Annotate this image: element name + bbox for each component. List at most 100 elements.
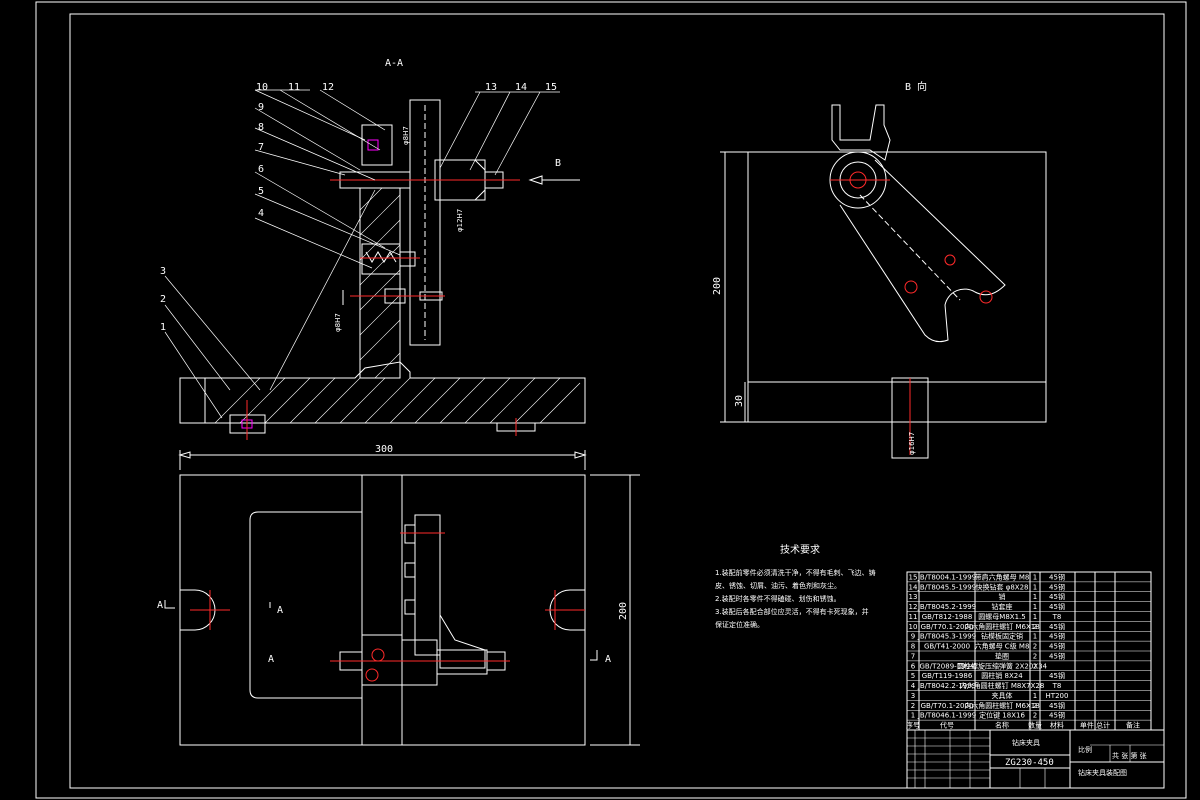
fit-dim-2: φ12H7 [456,209,464,232]
bom-cell: 销 [999,592,1006,601]
bom-header-cell: 名称 [995,721,1009,730]
view-b-fit: φ16H7 [908,432,916,455]
bom-cell: 5 [911,672,915,680]
bom-cell: 1 [1033,603,1037,611]
balloon-7: 7 [258,142,264,153]
bom-cell: 圆螺母M8X1.5 [978,612,1025,621]
view-b: B 向 200 30 φ16H7 [712,80,1047,459]
bom-cell: GB/T70.1-2000 [921,702,974,710]
bom-cell: 45钢 [1049,632,1065,641]
bom-cell: 9 [911,633,915,641]
bom-cell: 圆柱螺旋压缩弹簧 2X20X34 [957,661,1048,670]
bom-cell: 45钢 [1049,671,1065,680]
bom-cell: 15 [909,573,918,581]
tech-req-title: 技术要求 [780,543,820,556]
bom-cell: 2 [911,702,915,710]
tech-req-line-3: 2.装配时各零件不得磕碰、划伤和锈蚀。 [715,594,841,603]
bom-cell: 6 [911,662,916,670]
part-balloons: 1 2 3 4 5 6 7 8 9 10 11 12 13 14 15 [160,82,557,333]
bom-header-cell: 序号 [906,721,920,730]
technical-requirements: 技术要求 1.装配前零件必须清洗干净，不得有毛刺、飞边、铸 皮、锈蚀、切屑、油污… [715,543,876,629]
title-name: 钻床夹具 [1012,738,1040,747]
balloon-6: 6 [258,164,264,175]
section-mark-a2: A [277,605,283,616]
bom-cell: 14 [909,583,918,591]
balloon-8: 8 [258,122,264,133]
bom-cell: 12 [909,603,918,611]
title-scale-label: 比例 [1078,745,1092,754]
balloon-15: 15 [545,82,557,93]
tech-req-line-5: 保证定位准确。 [715,620,764,629]
bom-cell: 内六角圆柱螺钉 M6X18 [964,701,1039,710]
bom-cell: 45钢 [1049,651,1065,660]
bom-cell: JB/T8046.1-1999 [917,712,976,720]
bom-cell: JB/T8045.2-1999 [917,603,976,611]
bom-header-cell: 数量 [1028,721,1042,730]
bom-cell: 45钢 [1049,602,1065,611]
title-sheet: 共 张 第 张 [1112,751,1147,760]
title-drawing-no: ZG230-450 [1005,758,1054,768]
bom-header-cell: 单件 总计 [1080,721,1110,730]
bom-cell: 1 [911,712,915,720]
bom-cell: 2 [1033,712,1037,720]
bom-cell: JB/T8045.3-1999 [917,633,976,641]
balloon-14: 14 [515,82,527,93]
bom-cell: 1 [1033,613,1037,621]
bom-cell: JB/T8004.1-1999 [917,573,976,581]
tech-req-line-4: 3.装配后各配合部位应灵活，不得有卡死现象，并 [715,607,869,616]
arrow-b-label: B [555,158,561,169]
bom-cell: JB/T8045.5-1999 [917,583,976,591]
bom-header-cell: 材料 [1050,721,1064,730]
bom-cell: 圆柱销 8X24 [981,671,1023,680]
section-mark-right: A [605,654,611,665]
bom-cell: 2 [1033,662,1037,670]
bom-cell: 2 [1033,623,1037,631]
bom-cell: GB/T2089-1994 [919,662,975,670]
bom-cell: 45钢 [1049,622,1065,631]
section-mark-left: A [157,600,163,611]
fit-dim-3: φ8H7 [334,313,342,332]
balloon-1: 1 [160,322,166,333]
bom-cell: 内六角圆柱螺钉 M8X7X28 [960,681,1045,690]
bom-cell: 45钢 [1049,572,1065,581]
bom-cell: 45钢 [1049,642,1065,651]
view-b-dim-30: 30 [734,395,745,407]
bom-cell: 六角螺母 C级 M8 [975,642,1030,651]
bom-cell: 45钢 [1049,592,1065,601]
bom-cell: GB/T812-1988 [922,613,973,621]
bom-cell: 夹具体 [992,691,1013,700]
bom-cell: 1 [1033,692,1037,700]
bom-cell: 8 [911,643,915,651]
tech-req-line-2: 皮、锈蚀、切屑、油污、着色剂和灰尘。 [715,581,841,590]
bom-cell: 3 [911,692,915,700]
tech-req-line-1: 1.装配前零件必须清洗干净，不得有毛刺、飞边、铸 [715,568,876,577]
bom-cell: 45钢 [1049,711,1065,720]
dim-300: 300 [375,444,393,455]
bom-cell: 内六角圆柱螺钉 M6X18 [964,622,1039,631]
bom-cell: JB/T8042.2-1999 [917,682,976,690]
bom-cell: 13 [909,593,918,601]
balloon-11: 11 [288,82,300,93]
dim-200: 200 [618,602,629,620]
balloon-13: 13 [485,82,497,93]
bom-cell: 11 [909,613,918,621]
section-mark-a3: A [268,654,274,665]
bom-cell: GB/T70.1-2000 [921,623,974,631]
bom-cell: 垫圈 [995,651,1009,660]
bom-cell: 10 [909,623,918,631]
bom-cell: 2 [1033,702,1037,710]
bom-cell: 定位键 18X16 [979,711,1025,720]
plan-view: 300 200 A A A A [157,444,640,746]
inner-border [69,13,1165,789]
bom-cell: GB/T41-2000 [924,643,970,651]
bom-cell: 1 [1033,633,1037,641]
balloon-9: 9 [258,102,264,113]
bom-cell: T8 [1052,682,1062,690]
title-text: 钻床夹具装配图 [1078,768,1127,777]
bom-cell: 钻套座 [992,602,1013,611]
section-a-a-view: A-A [164,58,586,440]
bom-header-cell: 备注 [1126,721,1140,730]
fit-dim-1: φ8H7 [402,126,410,145]
